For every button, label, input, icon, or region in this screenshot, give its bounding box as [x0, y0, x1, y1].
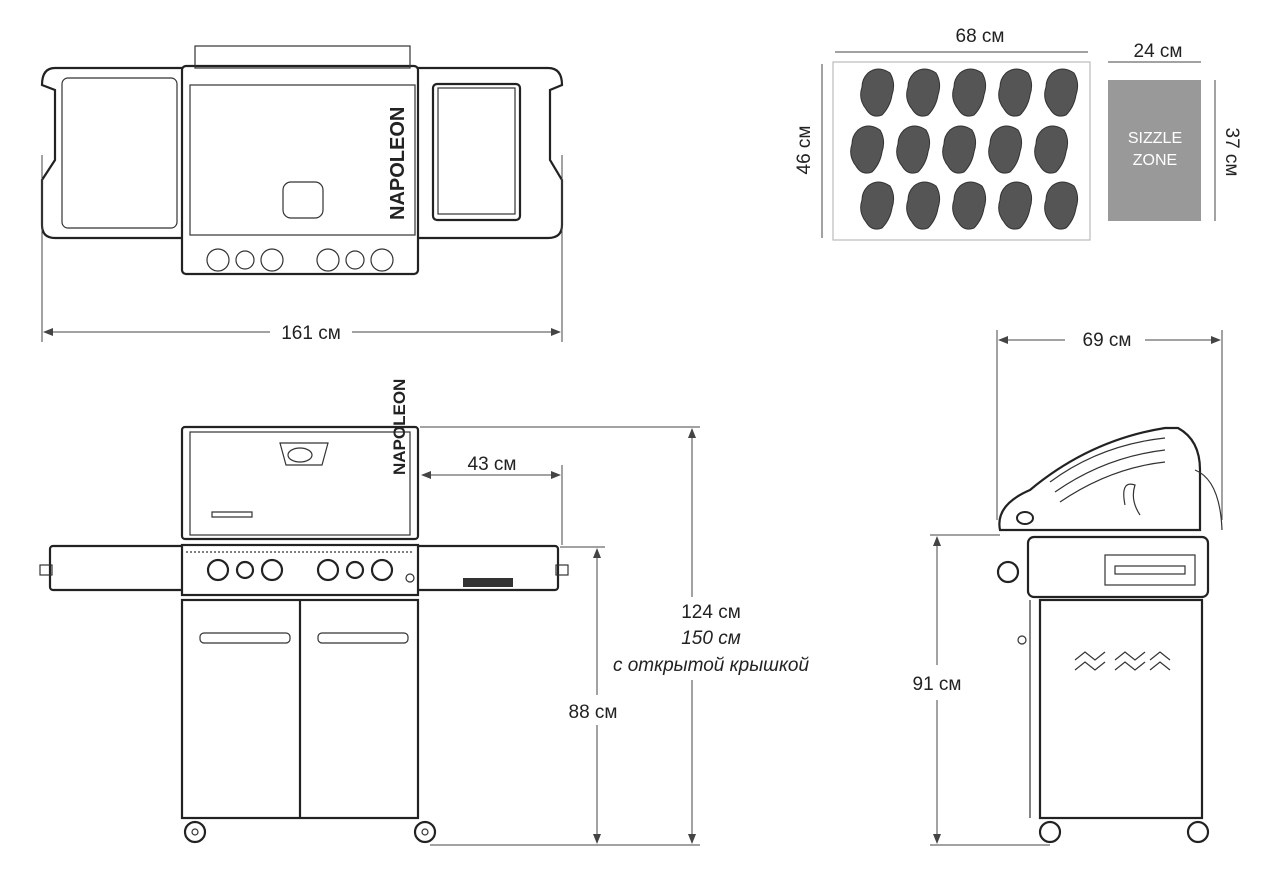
side-body [1026, 535, 1210, 599]
control-panel [180, 543, 420, 597]
steaks [850, 68, 1079, 230]
front-dimensions: 43 см 124 см 150 см с открытой крышкой 8… [420, 426, 810, 846]
steak-icon [942, 125, 977, 174]
cooking-area: SIZZLE ZONE 68 см 24 см 46 см 37 см [794, 26, 1242, 241]
work-height-label: 88 см [569, 702, 618, 723]
steak-icon [850, 125, 885, 174]
control-knobs-front [206, 558, 415, 583]
steak-icon [860, 181, 895, 230]
steak-icon [896, 125, 931, 174]
sizzle-width-label: 24 см [1134, 41, 1183, 62]
front-view-grill: NAPOLEON [39, 379, 569, 844]
steak-icon [1044, 68, 1079, 117]
side-view-grill [996, 426, 1223, 844]
control-knobs-top [206, 248, 394, 272]
main-depth-label: 46 см [794, 126, 815, 175]
top-view-grill: NAPOLEON [40, 45, 564, 276]
side-lid [998, 426, 1202, 532]
side-depth-label: 69 см [1083, 330, 1132, 351]
top-lid [180, 64, 420, 276]
steak-icon [860, 68, 895, 117]
sear-station-lid [431, 82, 522, 222]
sizzle-label-1: SIZZLE [1128, 130, 1182, 147]
steak-icon [952, 68, 987, 117]
width-label: 161 см [281, 323, 341, 344]
steak-icon [906, 68, 941, 117]
left-side-shelf [40, 66, 187, 240]
side-knob [996, 560, 1020, 584]
left-shelf-front [48, 544, 187, 592]
side-dimensions: 69 см 91 см [913, 330, 1223, 846]
dimension-161: 161 см [41, 155, 563, 344]
side-cart [1038, 598, 1204, 820]
shelf-depth-label: 43 см [468, 454, 517, 475]
brand-logo-front: NAPOLEON [390, 379, 409, 475]
steak-icon [952, 181, 987, 230]
steak-icon [998, 68, 1033, 117]
steak-icon [1034, 125, 1069, 174]
sizzle-label-2: ZONE [1133, 152, 1177, 169]
right-door-handle [317, 632, 409, 644]
steak-icon [1044, 181, 1079, 230]
height-closed-label: 124 см [681, 602, 741, 623]
steak-icon [988, 125, 1023, 174]
left-door-handle [199, 632, 291, 644]
steak-icon [906, 181, 941, 230]
sizzle-zone [1108, 80, 1201, 221]
sizzle-depth-label: 37 см [1221, 128, 1242, 177]
height-open-note: с открытой крышкой [613, 655, 810, 676]
front-lid [180, 425, 420, 541]
brand-logo-top: NAPOLEON [387, 107, 409, 220]
steak-icon [998, 181, 1033, 230]
height-open-label: 150 см [681, 628, 741, 649]
lid-handle-logo [282, 181, 324, 219]
main-width-label: 68 см [956, 26, 1005, 47]
lid-handle-logo [279, 442, 329, 466]
side-height-label: 91 см [913, 674, 962, 695]
right-side-shelf [408, 66, 564, 240]
